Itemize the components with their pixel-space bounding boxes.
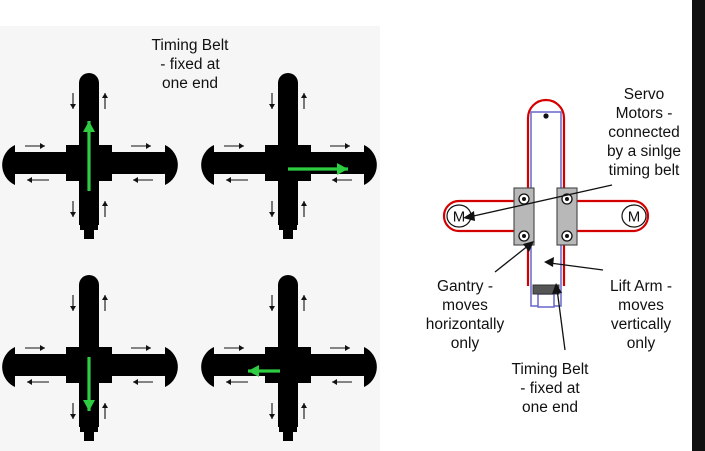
- arrow-head: [239, 345, 244, 351]
- timing-belt-label-bottom: Timing Belt - fixed at one end: [511, 361, 589, 416]
- timing-belt-label-top: Timing Belt - fixed at one end: [151, 37, 229, 92]
- arrow-head: [83, 121, 95, 132]
- arrow-head: [226, 379, 231, 385]
- arrow-head: [301, 295, 307, 300]
- arrow-head: [345, 345, 350, 351]
- gantry-left-example: [201, 275, 377, 441]
- callout-leaders: [463, 184, 613, 351]
- arrow-head: [40, 143, 45, 149]
- arrow-head: [27, 177, 32, 183]
- arrow-head: [239, 143, 244, 149]
- gantry-labeled-diagram: M M: [442, 98, 650, 308]
- arrow-head: [70, 212, 76, 217]
- arrow-head: [301, 93, 307, 98]
- arrow-head: [102, 403, 108, 408]
- motor-label-right: M: [628, 209, 641, 226]
- servo-motors-label: Servo Motors - connected by a sinlge tim…: [606, 86, 682, 179]
- arrow-head: [146, 345, 151, 351]
- arrow-head: [133, 379, 138, 385]
- arrow-head: [332, 379, 337, 385]
- arrow-head: [226, 177, 231, 183]
- arrow-head: [269, 104, 275, 109]
- arrow-head: [70, 414, 76, 419]
- arrow-head: [27, 379, 32, 385]
- arrow-head: [269, 212, 275, 217]
- arrow-head: [301, 403, 307, 408]
- arrow-head: [301, 201, 307, 206]
- vertical-timing-belt: [526, 98, 566, 286]
- arrow-head: [337, 163, 348, 175]
- right-edge-bar: [692, 0, 705, 451]
- arrow-head: [70, 306, 76, 311]
- gantry-label: Gantry - moves horizontally only: [425, 278, 505, 352]
- arrow-head: [102, 295, 108, 300]
- lift-arm-foot: [537, 293, 555, 308]
- arrow-head: [40, 345, 45, 351]
- arrow-head: [345, 143, 350, 149]
- arrow-head: [248, 365, 259, 377]
- gantry-down-example: [2, 275, 178, 441]
- arrow-head: [269, 306, 275, 311]
- arrow-head: [102, 93, 108, 98]
- arrow-head: [70, 104, 76, 109]
- lift-arm: [530, 111, 562, 307]
- arrow-head: [102, 201, 108, 206]
- gantry-right-example: [201, 73, 377, 239]
- lift-arm-label: Lift Arm - moves vertically only: [609, 278, 672, 352]
- arrow-head: [83, 400, 95, 411]
- motor-label-left: M: [453, 209, 466, 226]
- arrow-head: [133, 177, 138, 183]
- servo-motor-right: [621, 204, 647, 228]
- gantry-up-example: [2, 73, 178, 239]
- gantry-block-right: [556, 187, 578, 246]
- arrow-head: [146, 143, 151, 149]
- background-panel: [0, 26, 380, 451]
- arrow-head: [332, 177, 337, 183]
- arrow-head: [269, 414, 275, 419]
